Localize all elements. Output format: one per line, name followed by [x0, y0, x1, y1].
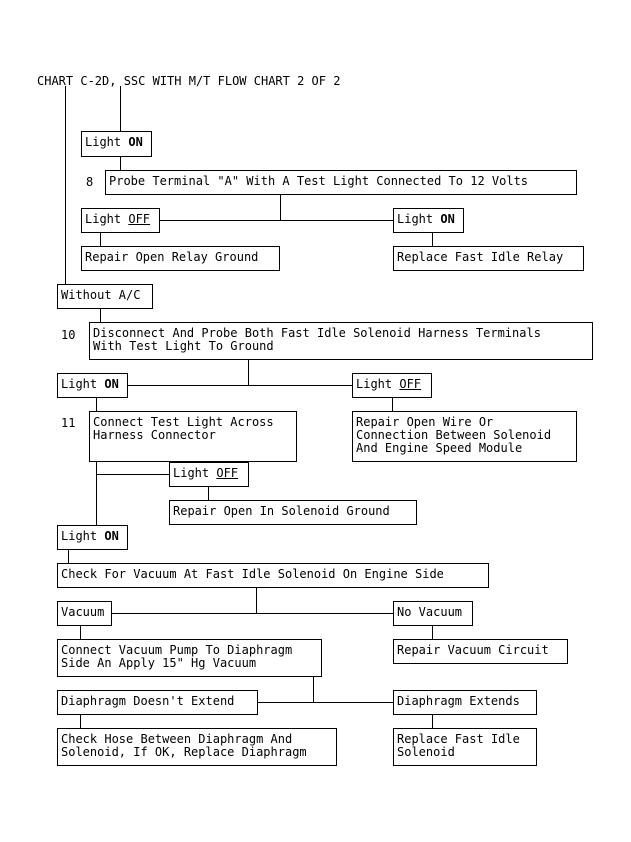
light-label: Light [61, 529, 105, 543]
light-on-box: Light ON [57, 373, 128, 398]
without-ac-box: Without A/C [57, 284, 153, 309]
step-number-10: 10 [61, 328, 76, 342]
light-off-box: Light OFF [169, 462, 249, 487]
light-on-box: Light ON [57, 525, 128, 550]
box-text-line: Disconnect And Probe Both Fast Idle Sole… [93, 326, 541, 340]
light-on-box: Light ON [81, 131, 152, 157]
light-label: Light [61, 377, 105, 391]
no-vacuum-box: No Vacuum [393, 601, 473, 626]
diaphragm-extends-box: Diaphragm Extends [393, 690, 537, 715]
box-text-line: With Test Light To Ground [93, 339, 274, 353]
light-state: ON [128, 135, 143, 149]
repair-vacuum-circuit-box: Repair Vacuum Circuit [393, 639, 568, 664]
box-text-line: Solenoid [397, 745, 455, 759]
check-for-vacuum-box: Check For Vacuum At Fast Idle Solenoid O… [57, 563, 489, 588]
light-label: Light [356, 377, 400, 391]
box-text-line: Connect Vacuum Pump To Diaphragm [61, 643, 293, 657]
diaphragm-doesnt-extend-box: Diaphragm Doesn't Extend [57, 690, 258, 715]
connect-test-light-box: Connect Test Light Across Harness Connec… [89, 411, 297, 462]
box-text-line: Side An Apply 15" Hg Vacuum [61, 656, 257, 670]
light-state: OFF [128, 212, 151, 226]
replace-fast-idle-solenoid-box: Replace Fast Idle Solenoid [393, 728, 537, 766]
check-hose-box: Check Hose Between Diaphragm And Solenoi… [57, 728, 337, 766]
disconnect-probe-harness-box: Disconnect And Probe Both Fast Idle Sole… [89, 322, 593, 360]
light-state: OFF [216, 466, 239, 480]
replace-fast-idle-relay-box: Replace Fast Idle Relay [393, 246, 584, 271]
light-label: Light [85, 212, 129, 226]
light-label: Light [85, 135, 129, 149]
vacuum-box: Vacuum [57, 601, 112, 626]
light-state: ON [104, 529, 119, 543]
box-text-line: Connection Between Solenoid [356, 428, 552, 442]
light-state: OFF [399, 377, 422, 391]
repair-open-wire-box: Repair Open Wire Or Connection Between S… [352, 411, 577, 462]
repair-open-relay-ground-box: Repair Open Relay Ground [81, 246, 280, 271]
probe-terminal-a-box: Probe Terminal "A" With A Test Light Con… [105, 170, 577, 195]
light-on-box: Light ON [393, 208, 464, 233]
box-text-line: Solenoid, If OK, Replace Diaphragm [61, 745, 307, 759]
light-off-box: Light OFF [81, 208, 160, 233]
box-text-line: Harness Connector [93, 428, 216, 442]
repair-solenoid-ground-box: Repair Open In Solenoid Ground [169, 500, 417, 525]
step-number-11: 11 [61, 416, 76, 430]
connect-vacuum-pump-box: Connect Vacuum Pump To Diaphragm Side An… [57, 639, 322, 677]
light-label: Light [173, 466, 217, 480]
chart-title: CHART C-2D, SSC WITH M/T FLOW CHART 2 OF… [37, 74, 341, 88]
box-text-line: Repair Open Wire Or [356, 415, 494, 429]
box-text-line: Connect Test Light Across [93, 415, 274, 429]
light-off-box: Light OFF [352, 373, 432, 398]
box-text-line: And Engine Speed Module [356, 441, 523, 455]
box-text-line: Replace Fast Idle [397, 732, 520, 746]
light-label: Light [397, 212, 441, 226]
box-text-line: Check Hose Between Diaphragm And [61, 732, 293, 746]
step-number-8: 8 [86, 175, 94, 189]
light-state: ON [104, 377, 119, 391]
light-state: ON [440, 212, 455, 226]
